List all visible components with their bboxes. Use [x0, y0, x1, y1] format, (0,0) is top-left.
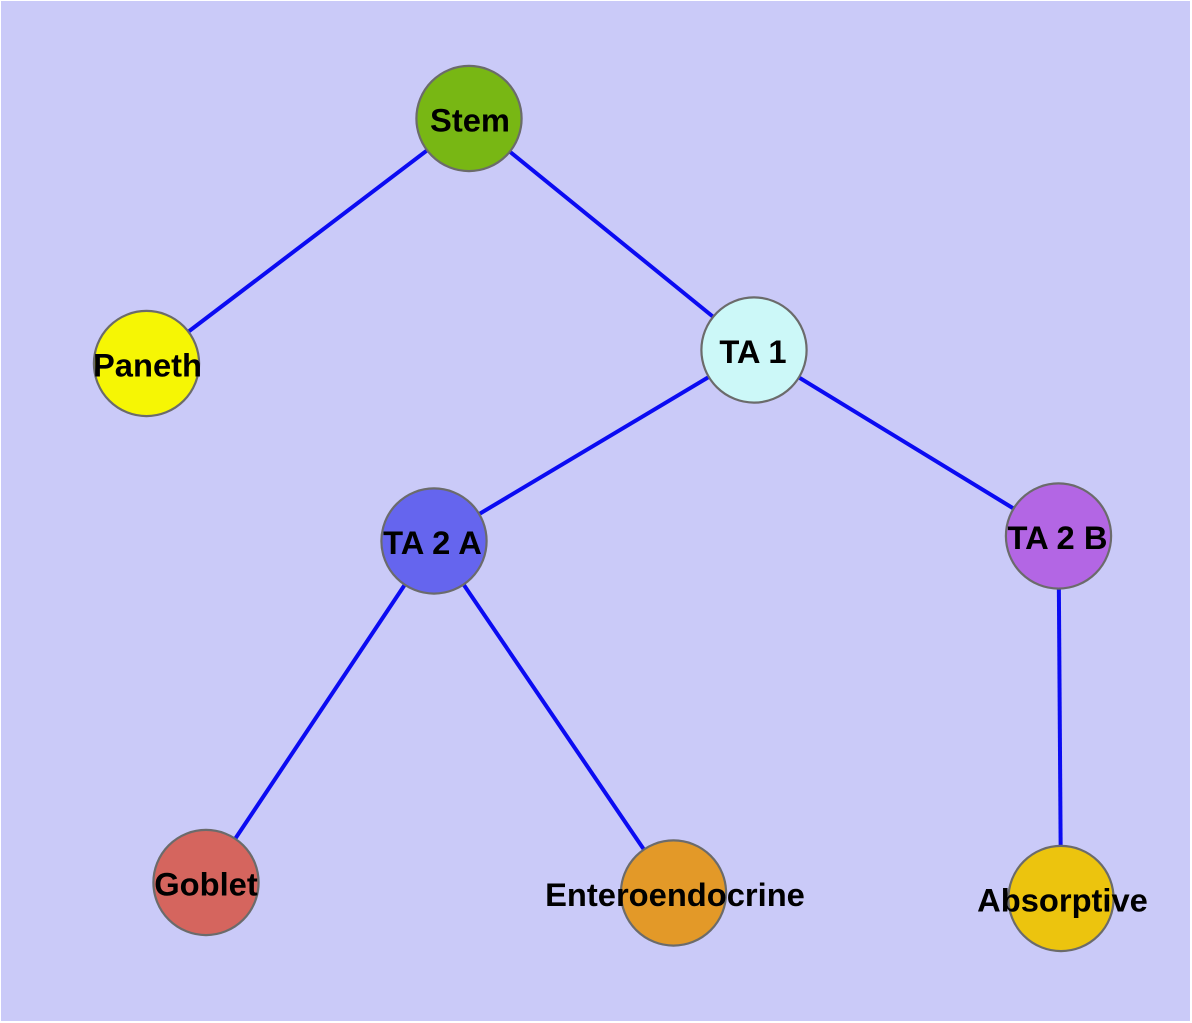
svg-text:TA 2 B: TA 2 B	[1008, 519, 1108, 556]
svg-text:Absorptive: Absorptive	[977, 882, 1148, 919]
svg-text:TA 2 A: TA 2 A	[383, 524, 482, 561]
svg-text:TA 1: TA 1	[719, 333, 786, 370]
svg-text:Paneth: Paneth	[93, 347, 202, 384]
svg-text:Enteroendocrine: Enteroendocrine	[545, 876, 805, 913]
svg-text:Stem: Stem	[430, 102, 510, 139]
svg-text:Goblet: Goblet	[154, 866, 258, 903]
